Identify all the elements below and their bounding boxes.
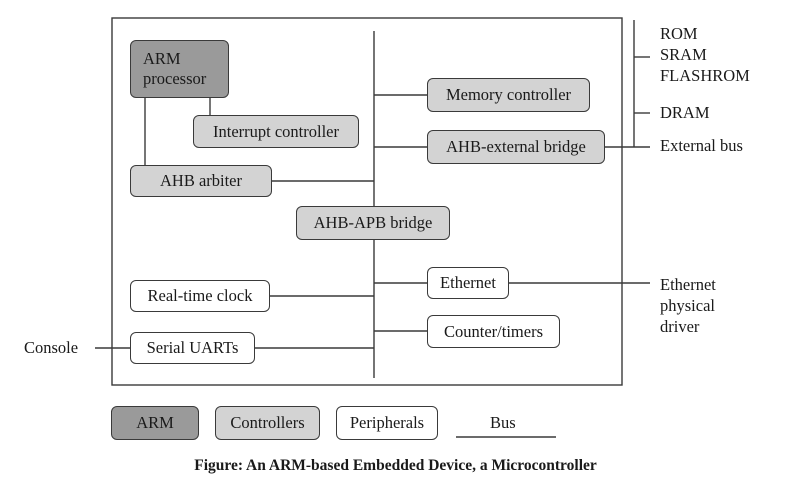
serial-uarts-label: Serial UARTs [146,338,239,357]
ahb-external-bridge-label: AHB-external bridge [446,137,586,156]
ethernet-driver-label-3: driver [660,317,700,336]
real-time-clock-label: Real-time clock [147,286,253,305]
counter-timers-block: Counter/timers [427,315,560,348]
rom-label: ROM [660,24,698,43]
ahb-arbiter-label: AHB arbiter [159,171,243,190]
arm-processor-block: ARM processor [130,40,229,98]
interrupt-controller-label: Interrupt controller [213,121,339,141]
legend-arm-label: ARM [136,413,174,432]
ahb-external-bridge-block: AHB-external bridge [427,130,605,164]
serial-uarts-block: Serial UARTs [130,332,255,364]
external-bus-label: External bus [660,136,743,155]
ethernet-driver-label-2: physical [660,296,715,315]
sram-label: SRAM [660,45,707,64]
legend-arm: ARM [111,406,199,440]
real-time-clock-block: Real-time clock [130,280,270,312]
legend-peripherals-label: Peripherals [349,413,425,432]
counter-timers-label: Counter/timers [444,321,543,341]
ahb-arbiter-block: AHB arbiter [130,165,272,197]
legend-peripherals: Peripherals [336,406,438,440]
dram-label: DRAM [660,103,710,122]
ethernet-label: Ethernet [440,273,496,292]
console-label: Console [24,338,79,357]
arm-processor-label: ARM processor [143,49,207,88]
flashrom-label: FLASHROM [660,66,750,85]
memory-controller-block: Memory controller [427,78,590,112]
ahb-apb-bridge-label: AHB-APB bridge [313,213,433,232]
memory-controller-label: Memory controller [445,85,572,104]
ethernet-block: Ethernet [427,267,509,299]
figure-caption: Figure: An ARM-based Embedded Device, a … [194,457,597,474]
legend-bus-label: Bus [490,413,516,432]
legend-controllers-label: Controllers [230,413,305,432]
legend-controllers: Controllers [215,406,320,440]
device-border [111,17,623,386]
interrupt-controller-block: Interrupt controller [193,115,359,148]
ahb-apb-bridge-block: AHB-APB bridge [296,206,450,240]
ethernet-driver-label-1: Ethernet [660,275,716,294]
